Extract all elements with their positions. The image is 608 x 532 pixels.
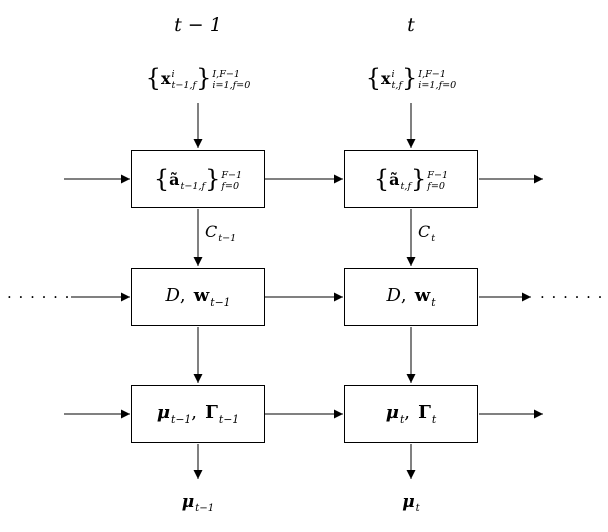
d-script-symbol: D xyxy=(386,285,401,307)
a-tilde-symbol: ã xyxy=(169,170,180,190)
gamma-symbol: Γ xyxy=(418,402,431,424)
c-subscript: t xyxy=(431,232,436,244)
close-brace: } xyxy=(402,64,418,92)
ellipsis-right: · · · · · · xyxy=(540,288,604,306)
w-symbol: w xyxy=(193,285,210,307)
comma: , xyxy=(191,402,198,424)
mu-subscript: t−1 xyxy=(195,503,215,515)
mu-symbol: μ xyxy=(402,492,415,512)
a-subscript: t−1,f xyxy=(180,180,206,192)
context-label-t-1: Ct−1 xyxy=(205,222,236,244)
c-script-symbol: C xyxy=(418,222,431,241)
x-symbol: x xyxy=(160,69,171,89)
open-brace: { xyxy=(365,64,382,92)
ellipsis-left: · · · · · · xyxy=(7,288,71,306)
column-header-t: t xyxy=(407,14,415,36)
mu-subscript: t xyxy=(415,503,420,515)
mu-subscript: t−1 xyxy=(171,412,192,426)
a-subscript: t,f xyxy=(400,180,412,192)
open-brace: { xyxy=(373,165,390,193)
comma: , xyxy=(404,402,411,424)
gamma-subscript: t−1 xyxy=(218,412,240,426)
c-script-symbol: C xyxy=(205,222,218,241)
mu-subscript: t xyxy=(399,412,405,426)
mu-symbol: μ xyxy=(181,492,195,512)
c-subscript: t−1 xyxy=(218,232,237,244)
gamma-subscript: t xyxy=(431,412,437,426)
w-subscript: t xyxy=(431,295,436,309)
comma: , xyxy=(179,285,186,307)
x-symbol: x xyxy=(381,69,391,89)
context-label-t: Ct xyxy=(418,222,435,244)
close-brace: } xyxy=(196,64,212,92)
w-subscript: t−1 xyxy=(210,295,231,309)
dictionary-box-t: D, wt xyxy=(344,268,478,326)
column-header-t-1: t − 1 xyxy=(174,14,222,36)
d-script-symbol: D xyxy=(165,285,180,307)
posterior-box-t-1: μt−1,Γt−1 xyxy=(131,385,265,443)
close-brace: } xyxy=(205,165,221,193)
posterior-box-t: μt,Γt xyxy=(344,385,478,443)
mu-symbol: μ xyxy=(385,402,399,424)
open-brace: { xyxy=(145,64,161,92)
open-brace: { xyxy=(153,165,170,193)
mu-symbol: μ xyxy=(156,402,171,424)
gamma-symbol: Γ xyxy=(205,402,218,424)
output-label-t-1: μt−1 xyxy=(182,492,215,514)
w-symbol: w xyxy=(414,285,431,307)
a-tilde-symbol: ã xyxy=(389,170,400,190)
close-brace: } xyxy=(411,165,427,193)
output-label-t: μt xyxy=(402,492,420,514)
comma: , xyxy=(400,285,407,307)
dictionary-box-t-1: D, wt−1 xyxy=(131,268,265,326)
